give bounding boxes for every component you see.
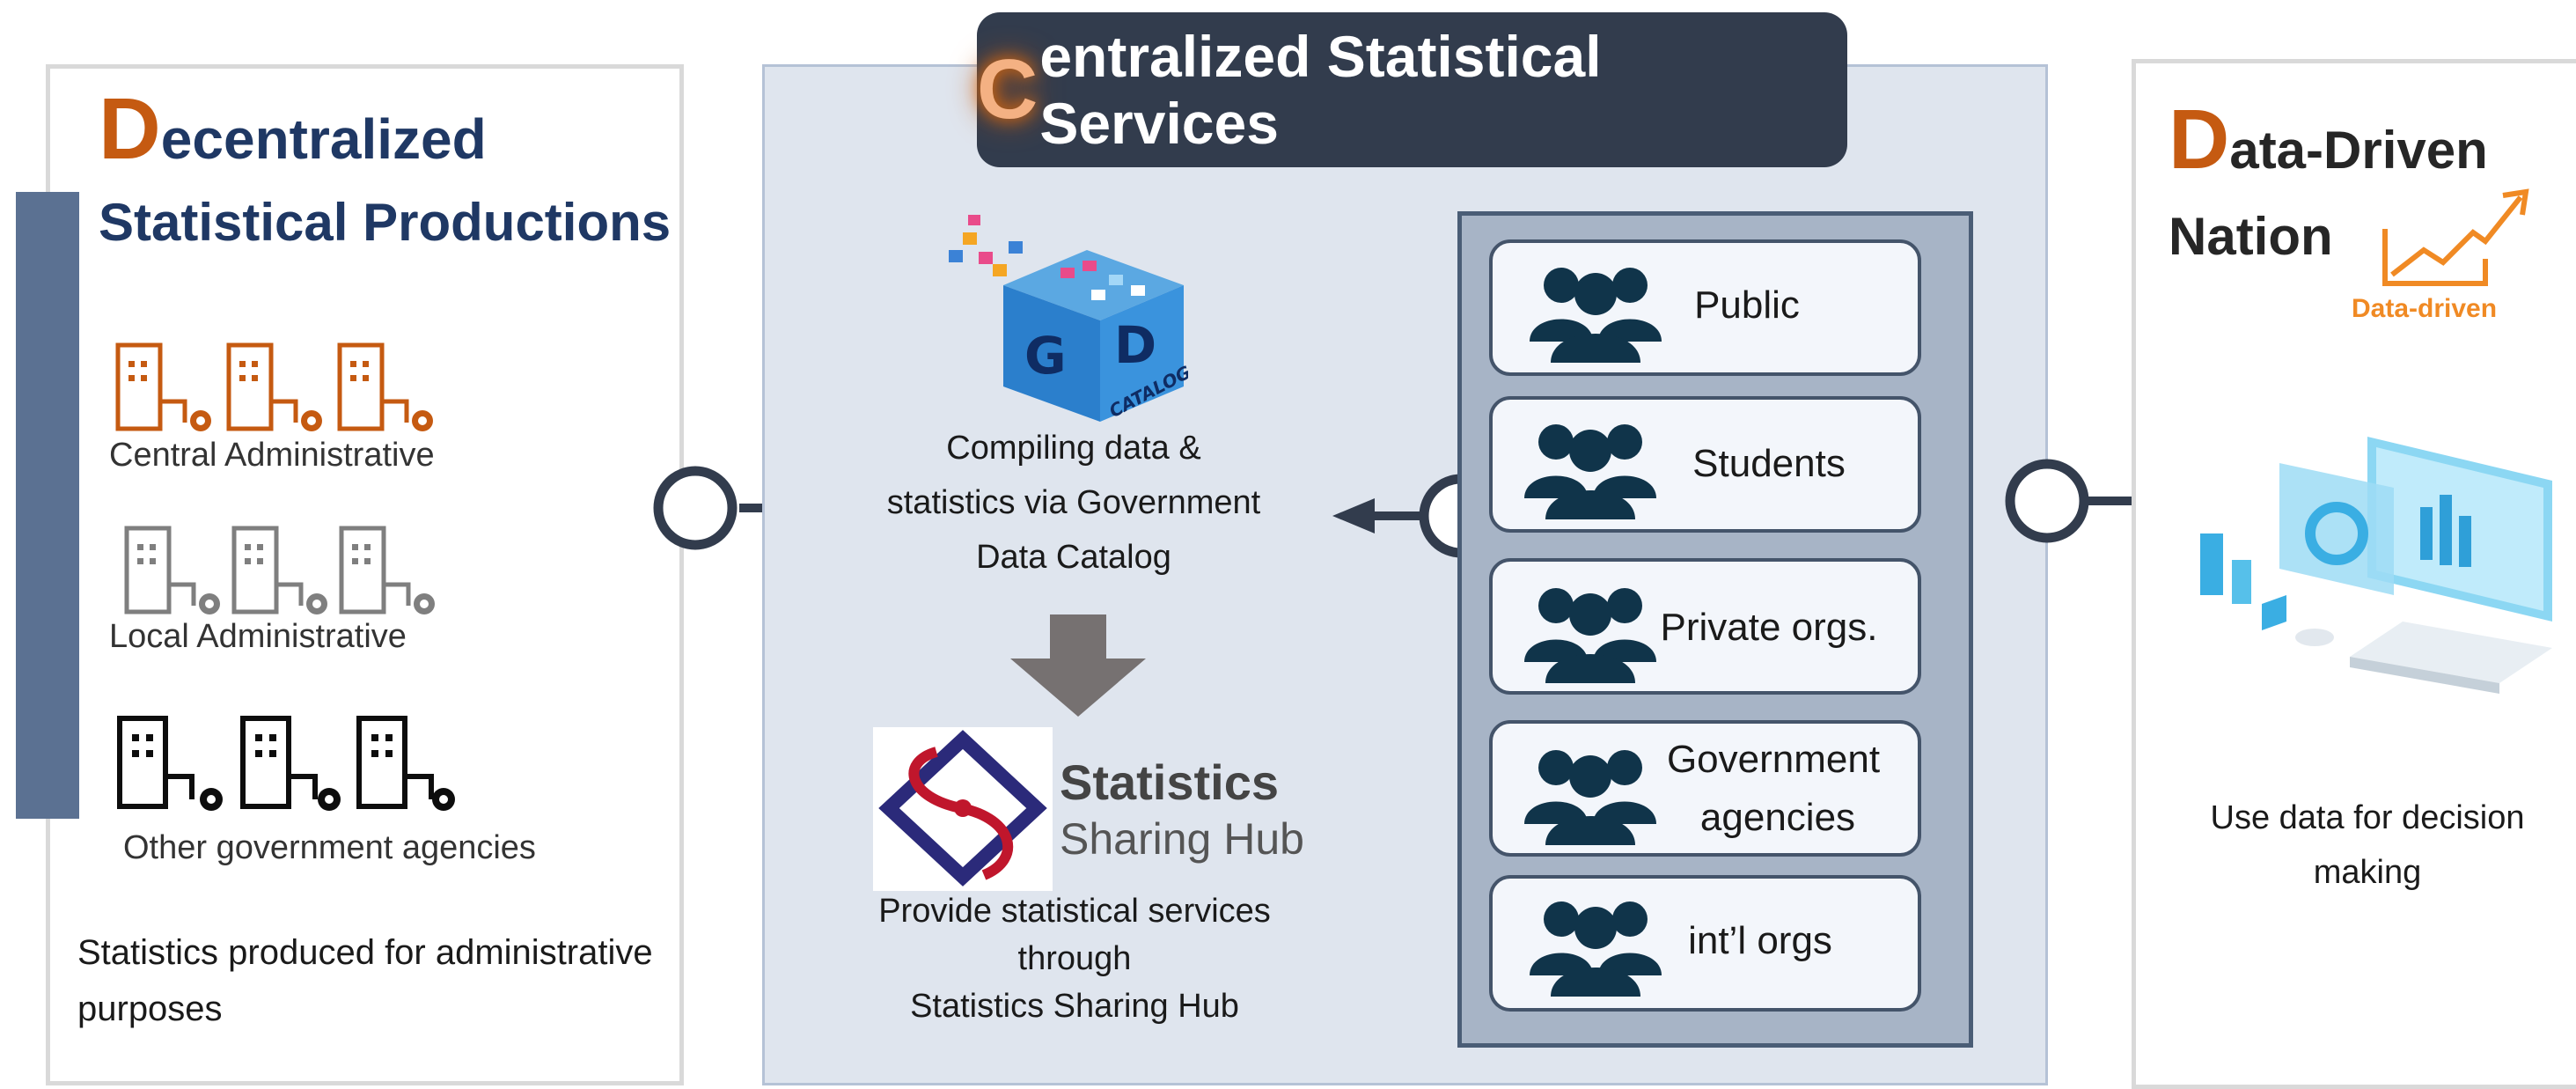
audience-item-public <box>1489 239 1921 376</box>
left-title-initial: D <box>99 80 161 177</box>
right-description-line1: Use data for decision <box>2210 799 2525 836</box>
center-to-right-connector-icon <box>2005 459 2184 543</box>
audience-label-private-orgs: Private orgs. <box>1660 606 1878 649</box>
audience-label-intl-orgs: int’l orgs <box>1688 919 1832 962</box>
central-admin-label: Central Administrative <box>109 437 435 474</box>
left-accent-bar <box>16 192 79 819</box>
audience-label-public: Public <box>1694 283 1800 327</box>
left-title-line1: Decentralized <box>99 79 487 179</box>
gd-logo-d: D <box>1114 315 1156 375</box>
down-arrow-icon <box>1010 614 1146 717</box>
gd-logo-g: G <box>1024 326 1067 386</box>
right-description-line2: making <box>2313 854 2422 891</box>
right-title-rest: ata-Driven <box>2229 121 2488 180</box>
left-title-line2: Statistical Productions <box>99 193 672 252</box>
right-title-line1: Data-Driven <box>2169 92 2488 188</box>
people-icon <box>1524 750 1656 845</box>
right-description: Use data for decision making <box>2165 791 2570 900</box>
hub-description: Provide statistical services through Sta… <box>850 887 1299 1030</box>
hub-description-line2: through <box>1017 940 1132 977</box>
left-title-rest: ecentralized <box>160 107 487 171</box>
statistics-sharing-hub-logo-icon <box>873 727 1053 891</box>
center-header <box>977 12 1847 167</box>
hub-subtitle: Sharing Hub <box>1060 814 1304 864</box>
local-admin-buildings-icon <box>124 526 435 614</box>
center-title-initial: C <box>977 42 1038 136</box>
other-agencies-buildings-icon <box>117 716 455 811</box>
catalog-description-line3: Data Catalog <box>976 539 1171 576</box>
catalog-description-line1: Compiling data & <box>946 430 1201 467</box>
hub-description-line3: Statistics Sharing Hub <box>910 988 1239 1025</box>
right-title-initial: D <box>2169 92 2230 187</box>
left-description-line1: Statistics produced for administrative <box>77 933 653 972</box>
decentralized-panel <box>46 64 684 1085</box>
gd-catalog-logo-icon: G D CATALOG <box>949 215 1188 422</box>
computer-dashboard-icon <box>2200 437 2552 694</box>
audience-label-government-line1: Government <box>1666 738 1881 781</box>
catalog-description: Compiling data & statistics via Governme… <box>862 421 1285 585</box>
hub-title: Statistics <box>1060 754 1279 810</box>
other-agencies-label: Other government agencies <box>123 829 536 866</box>
people-icon <box>1524 588 1656 683</box>
local-admin-label: Local Administrative <box>109 618 407 655</box>
people-icon <box>1530 268 1662 363</box>
catalog-description-line2: statistics via Government <box>886 484 1261 521</box>
people-icon <box>1530 901 1662 997</box>
left-description-line2: purposes <box>77 990 223 1028</box>
data-driven-caption: Data-driven <box>2352 294 2498 323</box>
center-title-rest: entralized Statistical Services <box>1039 24 1602 156</box>
audience-label-government-line2: agencies <box>1699 796 1856 839</box>
central-admin-buildings-icon <box>115 342 433 431</box>
audience-label-students: Students <box>1692 442 1846 485</box>
people-icon <box>1524 424 1656 519</box>
data-driven-chart-icon <box>2382 188 2529 286</box>
hub-description-line1: Provide statistical services <box>878 893 1271 930</box>
right-title-line2: Nation <box>2169 207 2333 266</box>
